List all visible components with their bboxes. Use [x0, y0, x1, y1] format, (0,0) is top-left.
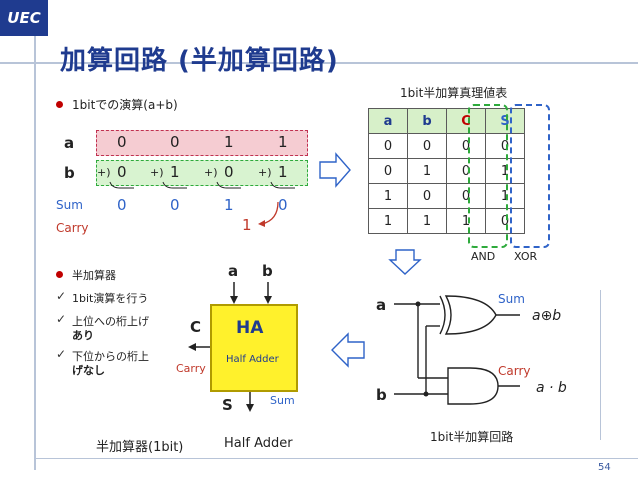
- ha-caption-en: Half Adder: [224, 436, 293, 451]
- circuit-carry-expr: a · b: [536, 380, 567, 396]
- cell: 0: [407, 183, 447, 209]
- ha-sum-label: Sum: [270, 394, 295, 407]
- footer-rule: [36, 458, 638, 459]
- ha-bullet-2-line2: あり: [72, 329, 94, 342]
- a-bit-2: 1: [224, 133, 234, 151]
- cell: 1: [407, 158, 447, 184]
- bullet-dot: [56, 271, 63, 278]
- circuit-right-rule: [600, 290, 601, 440]
- truth-table: a b C S 0 0 0 0 0 1 0 1 1 0 0 1 1 1 1 0: [368, 108, 525, 234]
- b-bit-1: 1: [170, 163, 180, 181]
- bullet-dot: [56, 101, 63, 108]
- plus-3: +): [258, 166, 272, 179]
- truth-table-title: 1bit半加算真理値表: [400, 86, 508, 100]
- header-rule: [0, 62, 638, 64]
- bullet-text: 1bitでの演算(a+b): [72, 98, 178, 112]
- carry-arrow-icon: [258, 201, 279, 227]
- circuit-input-a: a: [376, 296, 387, 314]
- b-bit-2: 0: [224, 163, 234, 181]
- ha-bullet-3-line1: 下位からの桁上: [72, 350, 149, 363]
- circuit-caption: 1bit半加算回路: [430, 430, 514, 444]
- circuit-sum-label: Sum: [498, 292, 525, 306]
- ha-box-title: HA: [236, 318, 264, 338]
- ha-input-b: b: [262, 262, 273, 280]
- cell: 0: [368, 133, 408, 159]
- uec-logo: UEC: [0, 0, 48, 36]
- ha-bullet-2-line1: 上位への桁上げ: [72, 315, 149, 328]
- table-row: 1 0 0 1: [368, 183, 525, 209]
- a-bit-0: 0: [117, 133, 127, 151]
- ha-box-sub: Half Adder: [226, 354, 279, 365]
- ha-s-label: S: [222, 396, 233, 414]
- row-b-label: b: [64, 164, 75, 182]
- underline-brackets: [109, 181, 295, 189]
- circuit-input-b: b: [376, 386, 387, 404]
- carry-label: Carry: [56, 221, 89, 235]
- th-a: a: [368, 108, 408, 134]
- ha-carry-label: Carry: [176, 362, 206, 375]
- b-bit-0: 0: [117, 163, 127, 181]
- ha-bullet-0: 半加算器: [72, 269, 116, 282]
- sum-bit-0: 0: [117, 196, 127, 214]
- a-bit-3: 1: [278, 133, 288, 151]
- cell: 0: [368, 158, 408, 184]
- table-row: 0 1 0 1: [368, 158, 525, 184]
- sum-bit-1: 0: [170, 196, 180, 214]
- table-row: 1 1 1 0: [368, 208, 525, 234]
- plus-1: +): [150, 166, 164, 179]
- cell: 1: [407, 208, 447, 234]
- cell: 1: [446, 208, 486, 234]
- cell: 1: [368, 208, 408, 234]
- truth-table-header-row: a b C S: [368, 108, 525, 134]
- check-icon: ✓: [56, 289, 67, 303]
- sum-label: Sum: [56, 198, 83, 212]
- xor-column-highlight: [510, 104, 550, 248]
- plus-2: +): [204, 166, 218, 179]
- left-arrow-icon: [331, 332, 365, 368]
- xor-label: XOR: [514, 250, 538, 263]
- ha-wires: [188, 282, 272, 412]
- page-number: 54: [598, 462, 611, 473]
- ha-bullet-3-line2: げなし: [72, 364, 105, 377]
- half-adder-block: [210, 304, 298, 392]
- a-bit-1: 0: [170, 133, 180, 151]
- th-s: S: [485, 108, 525, 134]
- cell: 0: [407, 133, 447, 159]
- circuit-carry-label: Carry: [498, 364, 531, 378]
- cell: 1: [368, 183, 408, 209]
- circuit-sum-expr: a⊕b: [532, 308, 562, 324]
- th-b: b: [407, 108, 447, 134]
- down-arrow-icon: [388, 249, 422, 275]
- and-label: AND: [471, 250, 496, 263]
- right-arrow-icon: [319, 152, 351, 188]
- ha-bullet-1: 1bit演算を行う: [72, 292, 149, 305]
- cell: 1: [485, 183, 525, 209]
- check-icon: ✓: [56, 312, 67, 326]
- sum-bit-3: 0: [278, 196, 288, 214]
- cell: 0: [485, 208, 525, 234]
- cell: 1: [485, 158, 525, 184]
- plus-0: +): [97, 166, 111, 179]
- th-c: C: [446, 108, 486, 134]
- ha-caption: 半加算器(1bit): [96, 440, 184, 455]
- and-column-highlight: [468, 104, 508, 248]
- left-vertical-rule: [34, 0, 36, 470]
- half-adder-circuit: [394, 295, 520, 405]
- b-bits-box: [96, 160, 308, 186]
- page-title: 加算回路 (半加算回路): [60, 46, 339, 76]
- sum-bit-2: 1: [224, 196, 234, 214]
- a-bits-box: [96, 130, 308, 156]
- ha-c-label: C: [190, 318, 202, 336]
- b-bit-3: 1: [278, 163, 288, 181]
- ha-input-a: a: [228, 262, 239, 280]
- check-icon: ✓: [56, 347, 67, 361]
- carry-value: 1: [242, 216, 252, 234]
- row-a-label: a: [64, 134, 75, 152]
